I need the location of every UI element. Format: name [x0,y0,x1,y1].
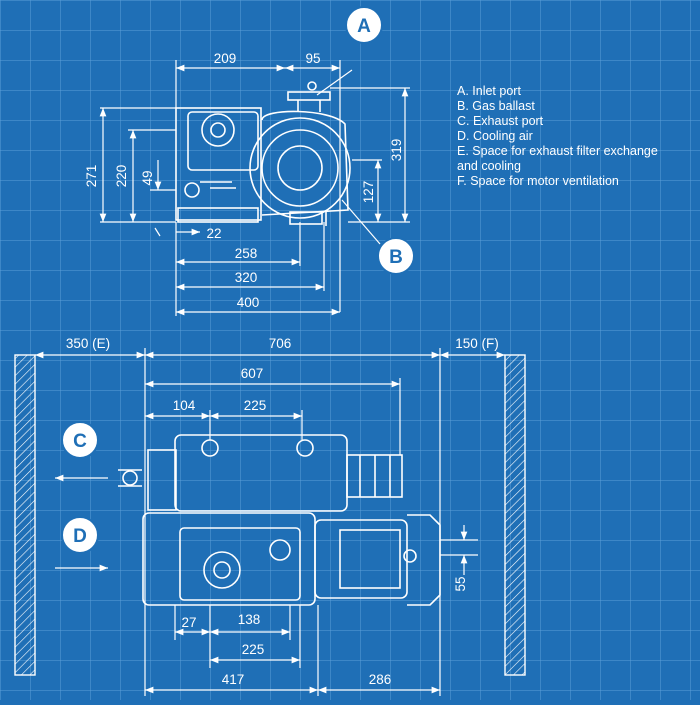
legend-f: F. Space for motor ventilation [457,174,619,188]
inlet-nut [307,81,317,91]
filter-lug-2 [296,439,314,457]
motor-foot [289,211,323,225]
dim-417: 417 [222,672,245,687]
callout-b: B [389,247,403,268]
exhaust-flange [147,449,177,511]
dim-27: 27 [181,615,196,630]
top-dimension-lines [35,348,505,696]
legend-c: C. Exhaust port [457,114,544,128]
dim-271: 271 [84,165,99,188]
callout-b-circle [377,237,415,275]
dim-95: 95 [305,51,320,66]
callout-a-circle [345,6,383,44]
gas-ballast-knob [184,182,200,198]
callout-d: D [73,526,87,547]
pump-block [179,527,301,601]
motor-body [314,519,408,599]
legend: A. Inlet port B. Gas ballast C. Exhaust … [457,84,658,188]
legend-d: D. Cooling air [457,129,533,143]
front-port-inner [210,122,226,138]
legend-a: A. Inlet port [457,84,521,98]
dim-607: 607 [241,366,264,381]
dim-104: 104 [173,398,196,413]
dim-286: 286 [369,672,392,687]
inlet-neck [297,100,321,112]
dim-150-f: 150 (F) [455,336,499,351]
exhaust-bolts [118,469,142,487]
motor-housing [249,117,351,219]
front-housing [175,107,262,221]
exhaust-port [122,470,138,486]
dim-706: 706 [269,336,292,351]
motor-fan-inner [277,145,323,191]
top-view [118,434,441,606]
right-wall [504,354,526,676]
pump-port-inner [213,561,231,579]
inlet-port [287,91,331,101]
dim-55: 55 [453,576,468,591]
dim-225-top: 225 [244,398,267,413]
dim-350-e: 350 (E) [66,336,110,351]
front-base [177,207,259,223]
dim-209: 209 [214,51,237,66]
dim-319: 319 [389,139,404,162]
motor-terminal-box [339,529,401,589]
pump-knob [269,539,291,561]
front-dimension-lines [99,60,410,316]
dim-138: 138 [238,612,261,627]
dim-49: 49 [140,170,155,185]
legend-e: E. Space for exhaust filter exchange [457,144,658,158]
callout-c-circle [61,421,99,459]
pump-port [203,551,241,589]
filter-cap-ribs [359,455,391,497]
motor-outline [261,110,349,216]
legend-e-cont: and cooling [457,159,521,173]
front-view [175,81,351,226]
dim-225-bottom: 225 [242,642,265,657]
callout-a: A [357,16,371,37]
front-ribs [200,181,236,189]
left-wall [14,354,36,676]
dim-400: 400 [237,295,260,310]
dim-22: 22 [206,226,221,241]
dim-258: 258 [235,246,258,261]
motor-fan [261,129,339,207]
callout-c: C [73,431,87,452]
dim-320: 320 [235,270,258,285]
dim-127: 127 [361,181,376,204]
callout-d-circle [61,516,99,554]
motor-shaft [403,549,417,563]
legend-b: B. Gas ballast [457,99,535,113]
front-port-circle [201,113,235,147]
dim-220: 220 [114,165,129,188]
